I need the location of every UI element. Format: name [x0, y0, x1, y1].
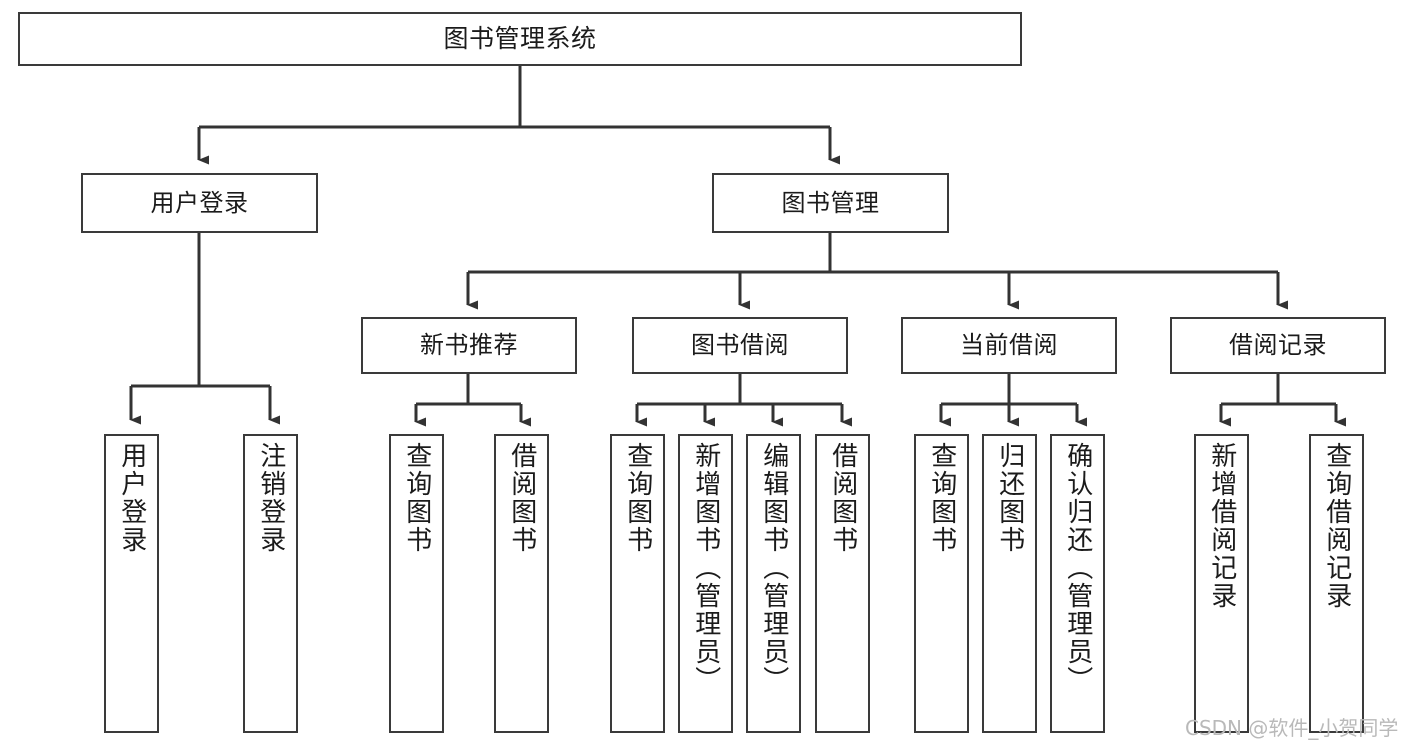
node-label: 编辑图书（管理员） [758, 442, 789, 694]
node-label: 新书推荐 [420, 331, 518, 360]
node-leaf-user-login[interactable]: 用户登录 [104, 434, 159, 733]
node-label: 新增图书（管理员） [690, 442, 721, 694]
node-current-borrow[interactable]: 当前借阅 [901, 317, 1117, 374]
node-leaf-borrow-book-recommend[interactable]: 借阅图书 [494, 434, 549, 733]
node-borrow-record[interactable]: 借阅记录 [1170, 317, 1386, 374]
node-label: 确认归还（管理员） [1062, 442, 1093, 694]
node-label: 图书借阅 [691, 331, 789, 360]
node-label: 新增借阅记录 [1206, 442, 1237, 610]
node-leaf-query-book-recommend[interactable]: 查询图书 [389, 434, 444, 733]
node-leaf-query-borrow-record[interactable]: 查询借阅记录 [1309, 434, 1364, 733]
node-label: 用户登录 [150, 188, 249, 217]
node-book-management[interactable]: 图书管理 [712, 173, 949, 233]
node-label: 当前借阅 [960, 331, 1058, 360]
node-user-login[interactable]: 用户登录 [81, 173, 318, 233]
node-leaf-add-borrow-record[interactable]: 新增借阅记录 [1194, 434, 1249, 733]
node-book-borrow[interactable]: 图书借阅 [632, 317, 848, 374]
node-label: 归还图书 [994, 442, 1025, 554]
node-label: 查询图书 [926, 442, 957, 554]
node-leaf-query-book-current[interactable]: 查询图书 [914, 434, 969, 733]
node-leaf-logout[interactable]: 注销登录 [243, 434, 298, 733]
node-leaf-borrow-book[interactable]: 借阅图书 [815, 434, 870, 733]
node-label: 用户登录 [116, 442, 147, 554]
node-leaf-return-book[interactable]: 归还图书 [982, 434, 1037, 733]
node-root-book-management-system[interactable]: 图书管理系统 [18, 12, 1022, 66]
node-label: 图书管理 [781, 188, 880, 217]
node-leaf-confirm-return-admin[interactable]: 确认归还（管理员） [1050, 434, 1105, 733]
node-leaf-query-book-borrow[interactable]: 查询图书 [610, 434, 665, 733]
node-label: 注销登录 [255, 442, 286, 554]
node-label: 查询借阅记录 [1321, 442, 1352, 610]
watermark-text: CSDN @软件_小贺同学 [1185, 716, 1399, 740]
node-label: 借阅图书 [827, 442, 858, 554]
node-label: 借阅记录 [1229, 331, 1327, 360]
node-label: 图书管理系统 [443, 24, 597, 54]
node-label: 查询图书 [401, 442, 432, 554]
node-label: 查询图书 [622, 442, 653, 554]
node-new-book-recommend[interactable]: 新书推荐 [361, 317, 577, 374]
node-label: 借阅图书 [506, 442, 537, 554]
node-leaf-edit-book-admin[interactable]: 编辑图书（管理员） [746, 434, 801, 733]
node-leaf-add-book-admin[interactable]: 新增图书（管理员） [678, 434, 733, 733]
